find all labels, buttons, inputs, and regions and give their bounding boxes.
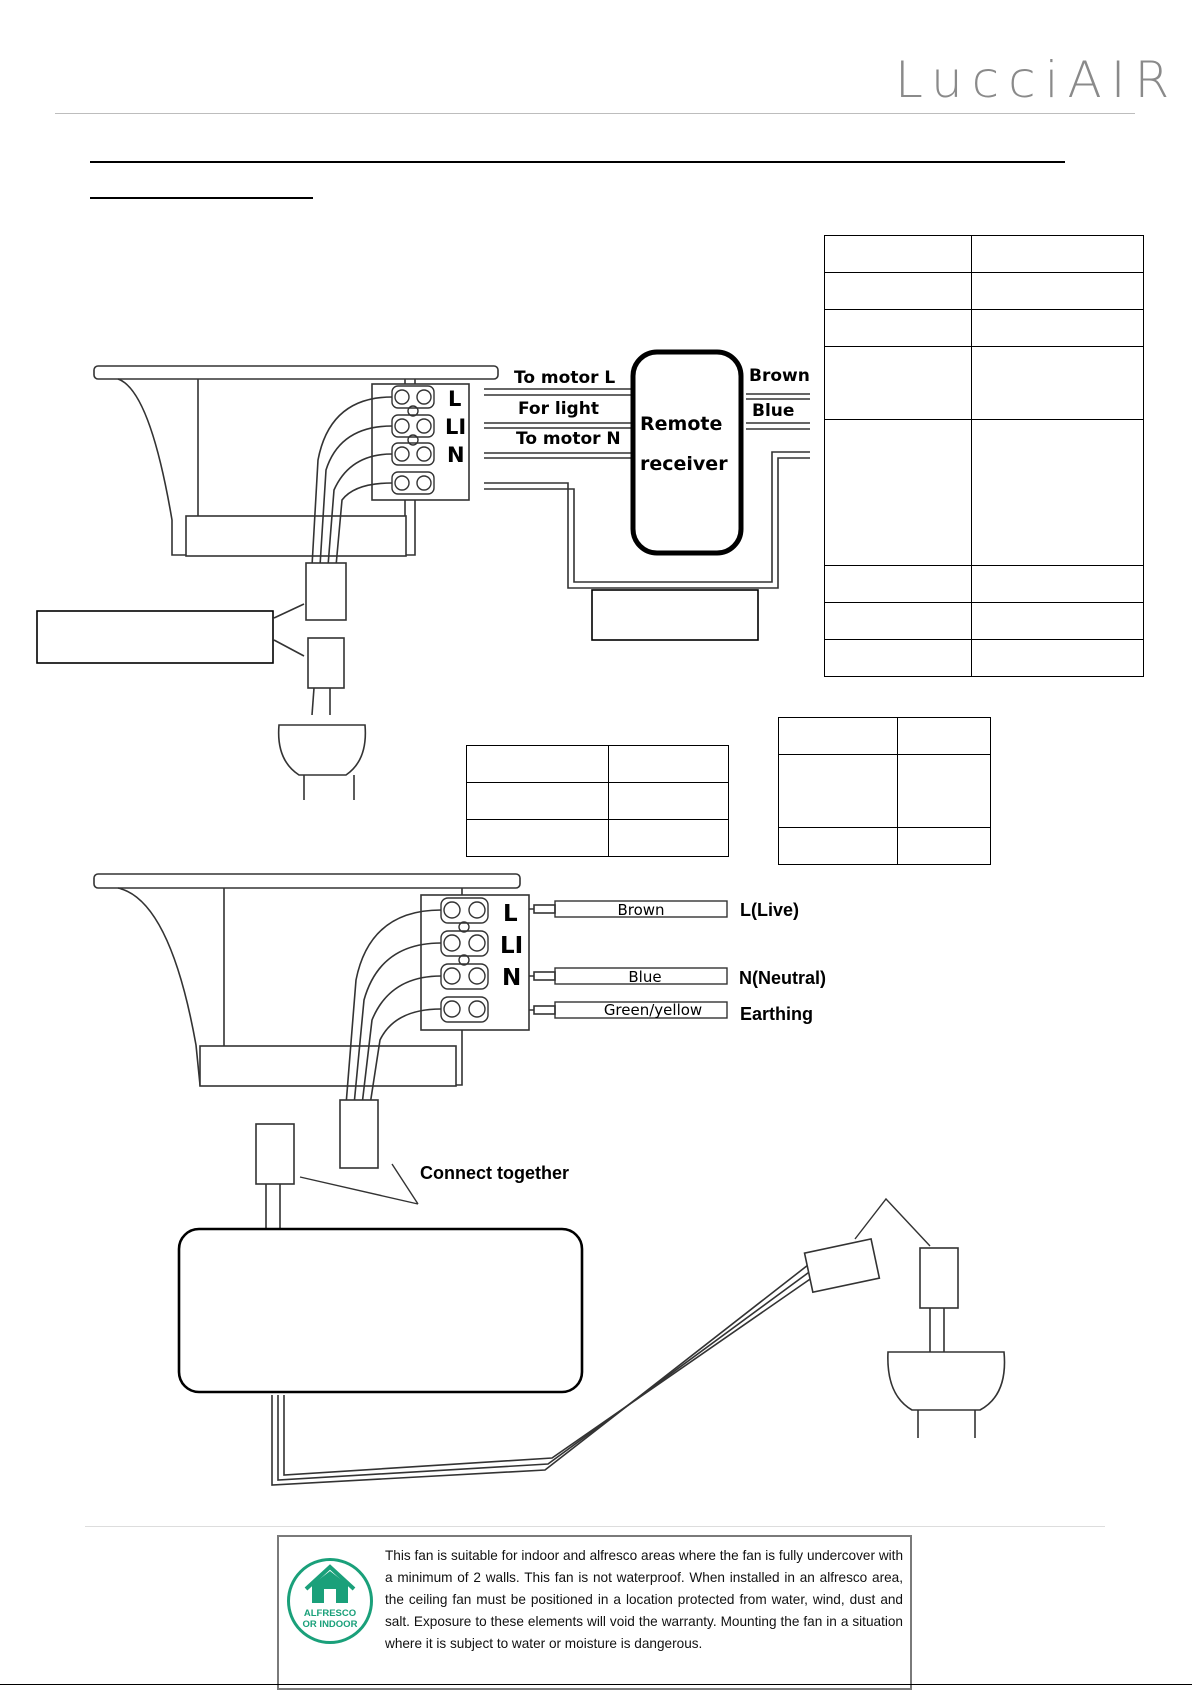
- receiver-label-line1: Remote: [640, 413, 722, 435]
- bottom-internal-wires: [345, 909, 442, 1106]
- wire-label-to-motor-l: To motor L: [514, 368, 615, 388]
- right-table: [824, 235, 1144, 677]
- input-label-brown: Brown: [749, 366, 810, 386]
- alfresco-badge: ALFRESCO OR INDOOR: [287, 1558, 373, 1644]
- loose-plug-left: [255, 1123, 295, 1185]
- top-terminal-block: [371, 383, 470, 501]
- remote-receiver-box: [630, 349, 744, 556]
- connect-together-label: Connect together: [420, 1163, 569, 1183]
- wire-label-live: L(Live): [740, 900, 799, 920]
- wire-color-blue: Blue: [628, 968, 661, 986]
- terminal-label-n-top: N: [447, 443, 465, 467]
- middle-table: [466, 745, 729, 857]
- wire-label-to-motor-n: To motor N: [516, 429, 621, 449]
- receiver-label-line2: receiver: [640, 453, 728, 475]
- label-box-middle: [591, 589, 759, 641]
- wire-label-for-light: For light: [518, 399, 599, 419]
- badge-line-2: OR INDOOR: [302, 1619, 358, 1630]
- top-downrod-cup: [277, 724, 367, 800]
- terminal-label-n-bottom: N: [502, 965, 521, 991]
- wire-label-earthing: Earthing: [740, 1004, 813, 1024]
- header-divider: [55, 113, 1135, 114]
- title-underline: [90, 161, 1065, 163]
- wire-label-neutral: N(Neutral): [739, 968, 826, 988]
- top-output-wires: [484, 388, 810, 589]
- bottom-fan-canopy: [93, 873, 521, 1087]
- bottom-plug-connector: [339, 1099, 379, 1169]
- wire-color-green-yellow: Green/yellow: [604, 1001, 702, 1019]
- wire-color-brown: Brown: [617, 901, 664, 919]
- note-box: [177, 1227, 584, 1394]
- terminal-label-l-top: L: [448, 387, 461, 411]
- badge-line-1: ALFRESCO: [303, 1608, 357, 1619]
- terminal-label-li-bottom: LI: [500, 933, 523, 959]
- label-box-left: [36, 610, 274, 664]
- top-plug-connector: [273, 562, 347, 716]
- notice-text: This fan is suitable for indoor and alfr…: [385, 1548, 903, 1651]
- bottom-output-wires: [529, 900, 728, 1019]
- brand-logo: LucciAIR: [895, 51, 1179, 109]
- terminal-label-l-bottom: L: [503, 901, 518, 927]
- top-fan-canopy: [93, 365, 499, 557]
- bottom-downrod-cup: [887, 1351, 1006, 1438]
- footer-divider: [85, 1526, 1105, 1527]
- loose-plug-right: [919, 1247, 959, 1309]
- house-icon: [304, 1564, 356, 1603]
- extension-wire: [271, 1238, 881, 1486]
- alfresco-notice: ALFRESCO OR INDOOR This fan is suitable …: [277, 1535, 912, 1690]
- title-underline-short: [90, 197, 313, 199]
- top-internal-wires: [311, 396, 393, 567]
- small-table: [778, 717, 991, 865]
- terminal-label-li-top: LI: [445, 415, 466, 439]
- input-label-blue: Blue: [752, 401, 794, 421]
- bottom-terminal-block: [420, 894, 530, 1031]
